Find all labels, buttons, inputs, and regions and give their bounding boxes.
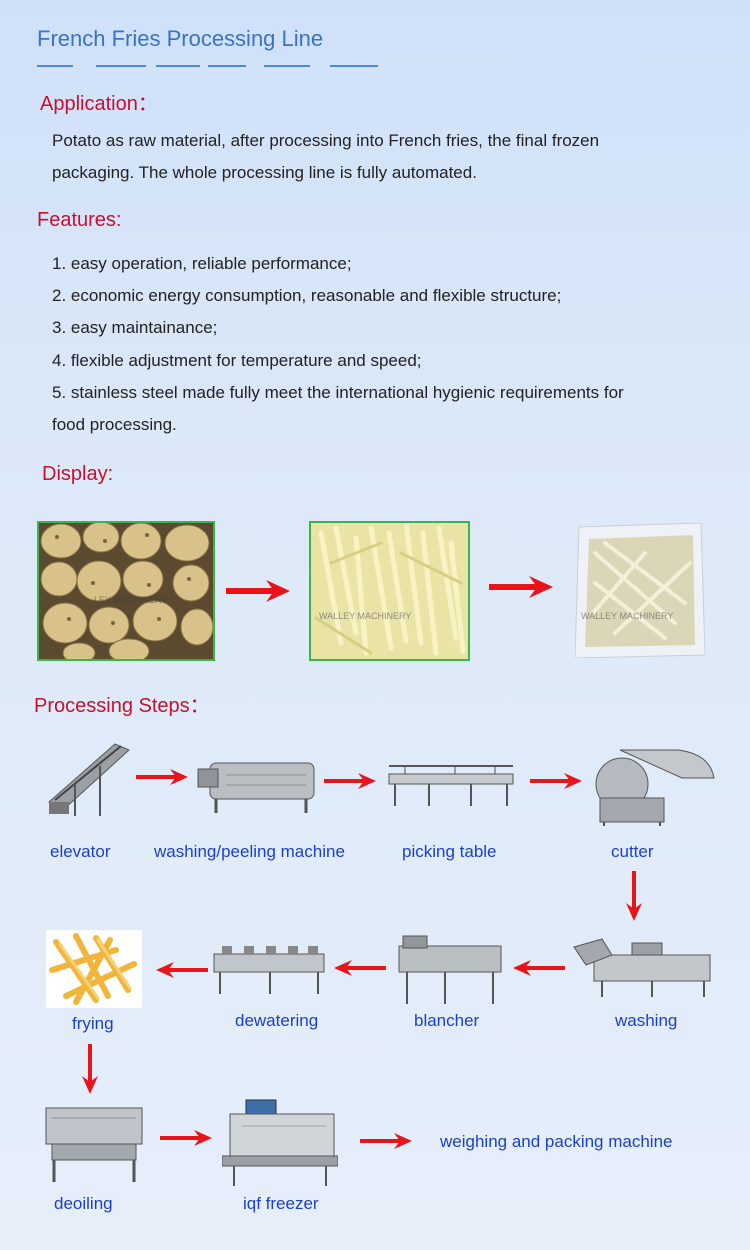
- page-title: French Fries Processing Line: [37, 26, 324, 51]
- arrow-right-icon: [530, 773, 582, 789]
- svg-text:WALLEY MACHINERY: WALLEY MACHINERY: [581, 611, 673, 621]
- title-underline: [96, 65, 146, 67]
- arrow-left-icon: [156, 962, 208, 978]
- arrow-down-icon: [626, 871, 642, 921]
- step-label-elevator: elevator: [50, 842, 111, 861]
- arrow-right-icon: [226, 580, 290, 602]
- title-underline: [208, 65, 246, 67]
- arrow-down-icon: [82, 1044, 98, 1094]
- step-label-picking-table: picking table: [402, 842, 497, 861]
- feature-item: 2. economic energy consumption, reasonab…: [52, 286, 562, 305]
- arrow-left-icon: [513, 960, 565, 976]
- display-heading: Display:: [42, 463, 114, 485]
- washing-machine-image: [573, 938, 711, 997]
- feature-item: food processing.: [52, 415, 177, 434]
- deoiling-machine-image: [45, 1107, 143, 1182]
- washing-peeling-machine-image: [197, 762, 315, 813]
- title-underline: [264, 65, 310, 67]
- dewatering-machine-image: [213, 946, 325, 994]
- feature-item: 3. easy maintainance;: [52, 318, 218, 337]
- feature-item: 1. easy operation, reliable performance;: [52, 254, 352, 273]
- title-underline: [330, 65, 378, 67]
- potatoes-image: LEY MACHINERY: [37, 521, 215, 661]
- blancher-machine-image: [398, 935, 502, 1004]
- iqf-freezer-image: [222, 1099, 338, 1186]
- raw-fries-image: WALLEY MACHINERY: [309, 521, 470, 661]
- application-heading: Application：: [40, 93, 158, 115]
- step-label-weighing-packing: weighing and packing machine: [440, 1132, 673, 1151]
- step-label-washing: washing: [615, 1011, 678, 1030]
- svg-text:LEY MACHINERY: LEY MACHINERY: [94, 595, 167, 605]
- features-heading: Features:: [37, 209, 122, 231]
- step-label-washing-peeling: washing/peeling machine: [154, 842, 345, 861]
- fried-fries-image: [46, 930, 142, 1008]
- svg-text:WALLEY MACHINERY: WALLEY MACHINERY: [319, 611, 411, 621]
- application-line: packaging. The whole processing line is …: [52, 163, 477, 182]
- step-label-blancher: blancher: [414, 1011, 480, 1030]
- arrow-left-icon: [334, 960, 386, 976]
- frozen-fries-pack-image: WALLEY MACHINERY: [574, 522, 706, 659]
- picking-table-image: [388, 765, 514, 806]
- application-line: Potato as raw material, after processing…: [52, 131, 600, 150]
- step-label-iqf-freezer: iqf freezer: [243, 1194, 319, 1213]
- step-label-dewatering: dewatering: [235, 1011, 319, 1030]
- processing-steps-heading: Processing Steps：: [34, 695, 210, 717]
- step-label-frying: frying: [72, 1014, 114, 1033]
- arrow-right-icon: [489, 576, 553, 598]
- arrow-right-icon: [136, 769, 188, 785]
- step-label-cutter: cutter: [611, 842, 654, 861]
- step-label-deoiling: deoiling: [54, 1194, 113, 1213]
- elevator-machine-image: [48, 743, 130, 816]
- feature-item: 4. flexible adjustment for temperature a…: [52, 351, 422, 370]
- arrow-right-icon: [160, 1130, 212, 1146]
- cutter-machine-image: [595, 749, 715, 826]
- title-underline: [156, 65, 200, 67]
- arrow-right-icon: [324, 773, 376, 789]
- feature-item: 5. stainless steel made fully meet the i…: [52, 383, 624, 402]
- title-underline: [37, 65, 73, 67]
- arrow-right-icon: [360, 1133, 412, 1149]
